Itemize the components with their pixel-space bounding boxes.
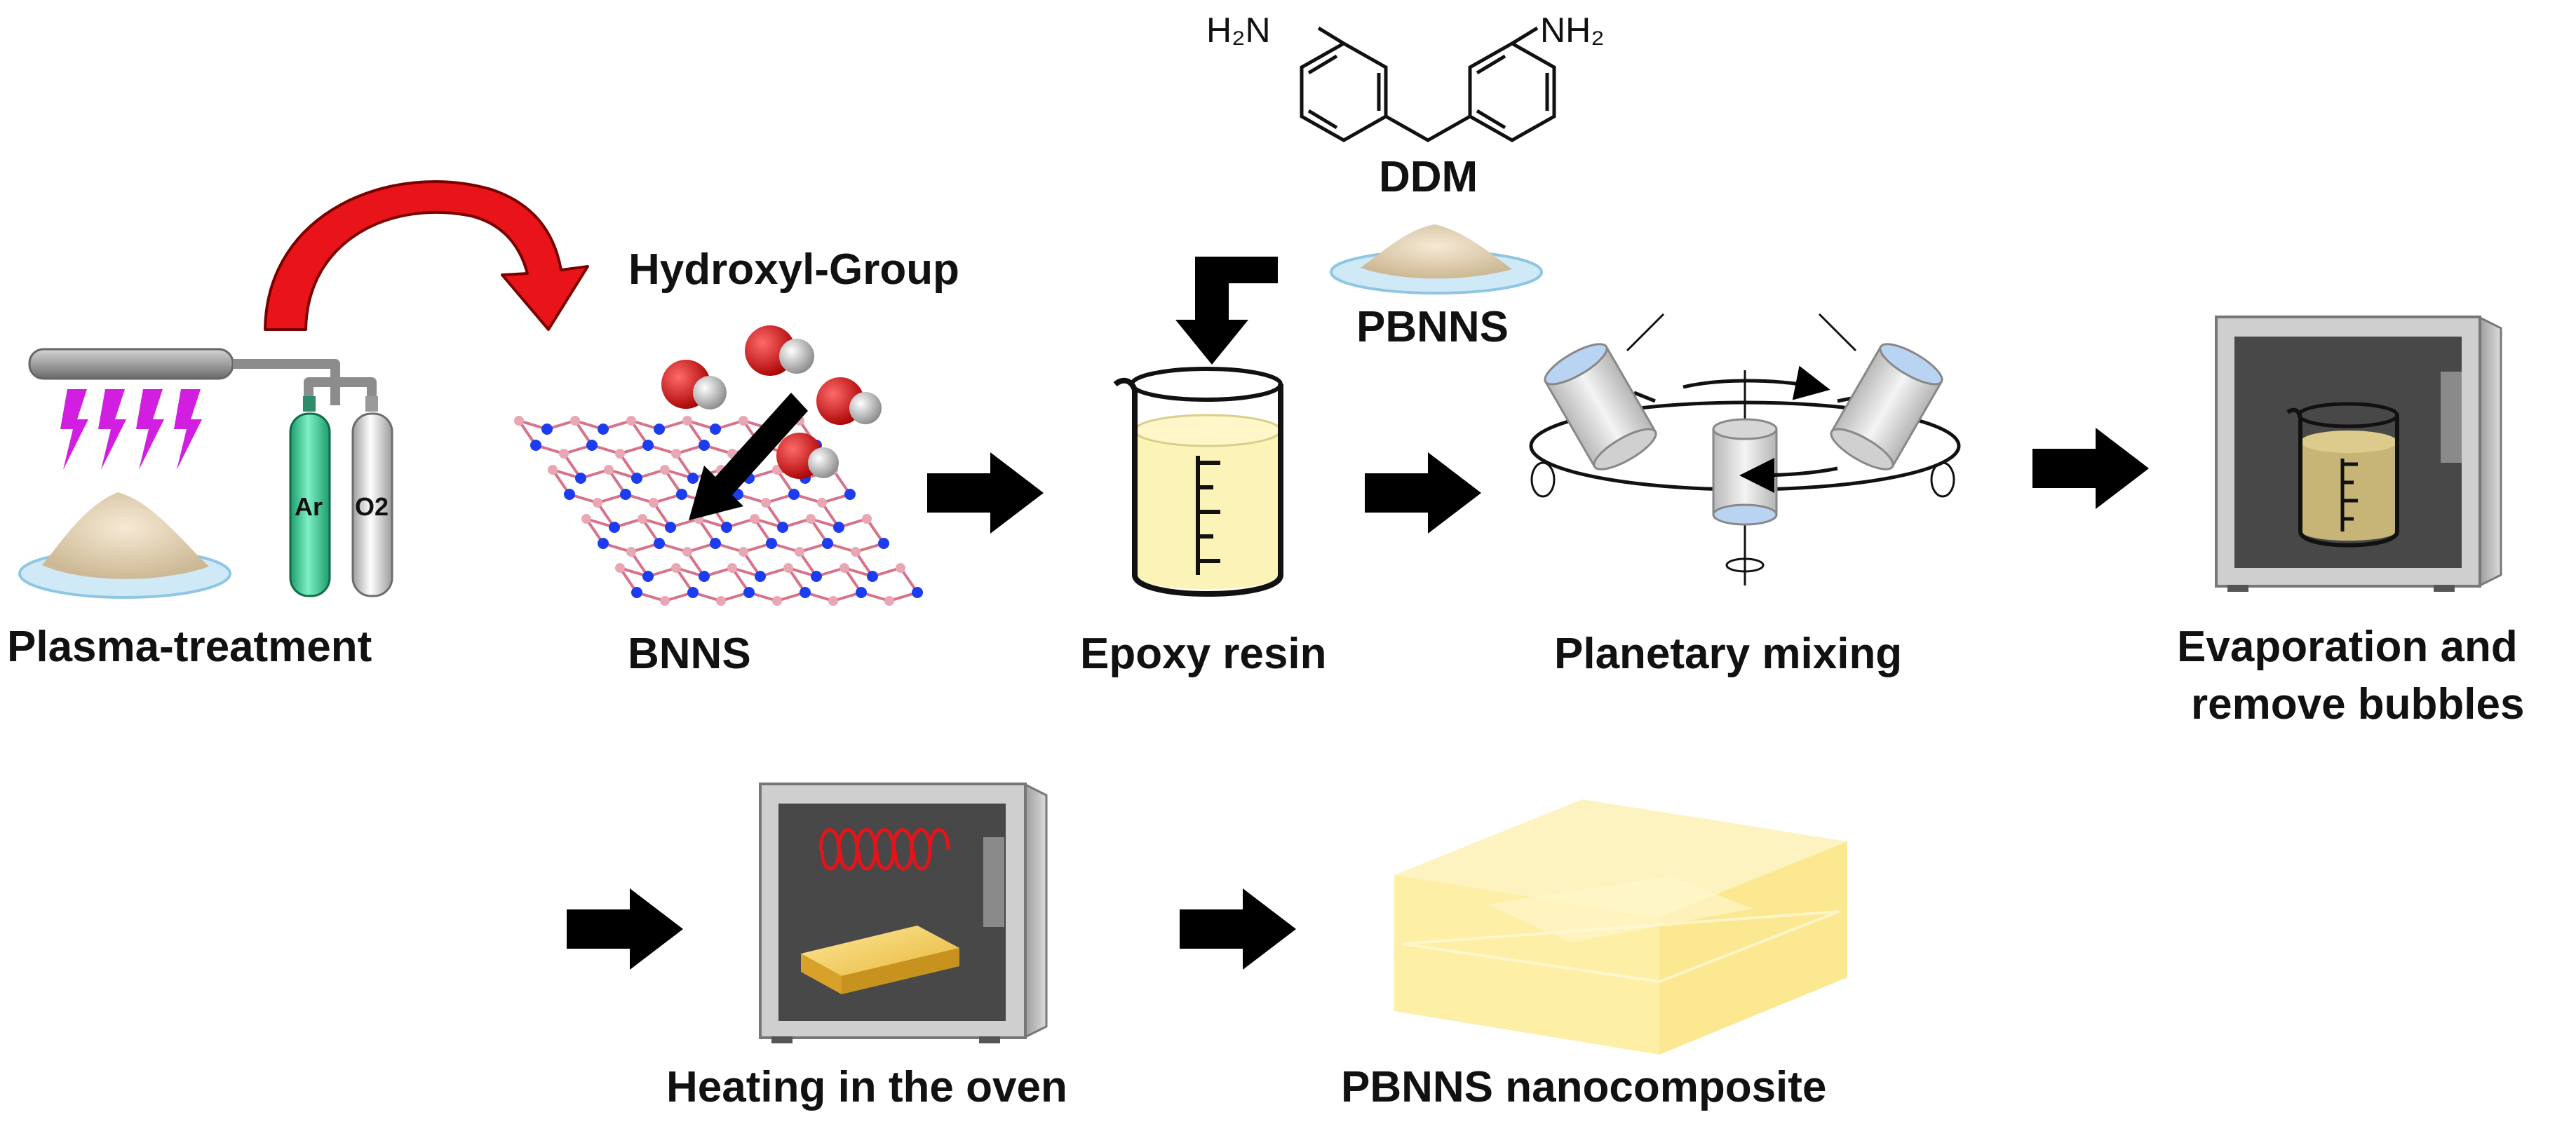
epoxy-resin-label: Epoxy resin — [1080, 630, 1327, 678]
nanocomposite-label: PBNNS nanocomposite — [1341, 1063, 1827, 1111]
grafting-arrow-icon — [689, 393, 808, 520]
heating-oven-icon — [759, 782, 1048, 1043]
amine-left-label: H₂N — [1206, 11, 1271, 50]
heating-label: Heating in the oven — [666, 1063, 1067, 1111]
oxygen-cylinder-icon — [351, 396, 393, 597]
amine-right-label: NH₂ — [1540, 11, 1605, 50]
plasma-discharge-icon — [60, 389, 202, 470]
vacuum-oven-icon — [2215, 315, 2502, 592]
hydroxyl-group-label: Hydroxyl-Group — [628, 245, 959, 294]
ddm-molecule-icon — [1300, 26, 1556, 142]
plasma-treatment-label: Plasma-treatment — [7, 623, 372, 671]
planetary-mixer-icon — [1529, 313, 1961, 585]
pbnns-label: PBNNS — [1356, 303, 1509, 351]
evaporation-label-line2: remove bubbles — [2191, 680, 2525, 729]
plasma-apparatus — [28, 348, 377, 410]
oxygen-label: O2 — [355, 492, 389, 521]
ddm-label: DDM — [1379, 153, 1478, 201]
epoxy-beaker-icon — [1113, 367, 1283, 597]
curved-transfer-arrow-icon — [264, 180, 589, 331]
hydroxyl-molecule-icon — [661, 325, 882, 479]
evaporation-label-line1: Evaporation and — [2177, 623, 2518, 671]
bnns-lattice-icon — [514, 416, 923, 606]
flow-arrow-icon — [567, 257, 2149, 970]
argon-cylinder-icon — [289, 396, 331, 597]
argon-label: Ar — [295, 492, 323, 521]
planetary-mixing-label: Planetary mixing — [1554, 630, 1903, 678]
bnns-label: BNNS — [628, 630, 751, 678]
powder-dish-icon — [18, 492, 231, 599]
nanocomposite-block-icon — [1394, 799, 1847, 1055]
pbnns-powder-dish-icon — [1330, 224, 1543, 294]
